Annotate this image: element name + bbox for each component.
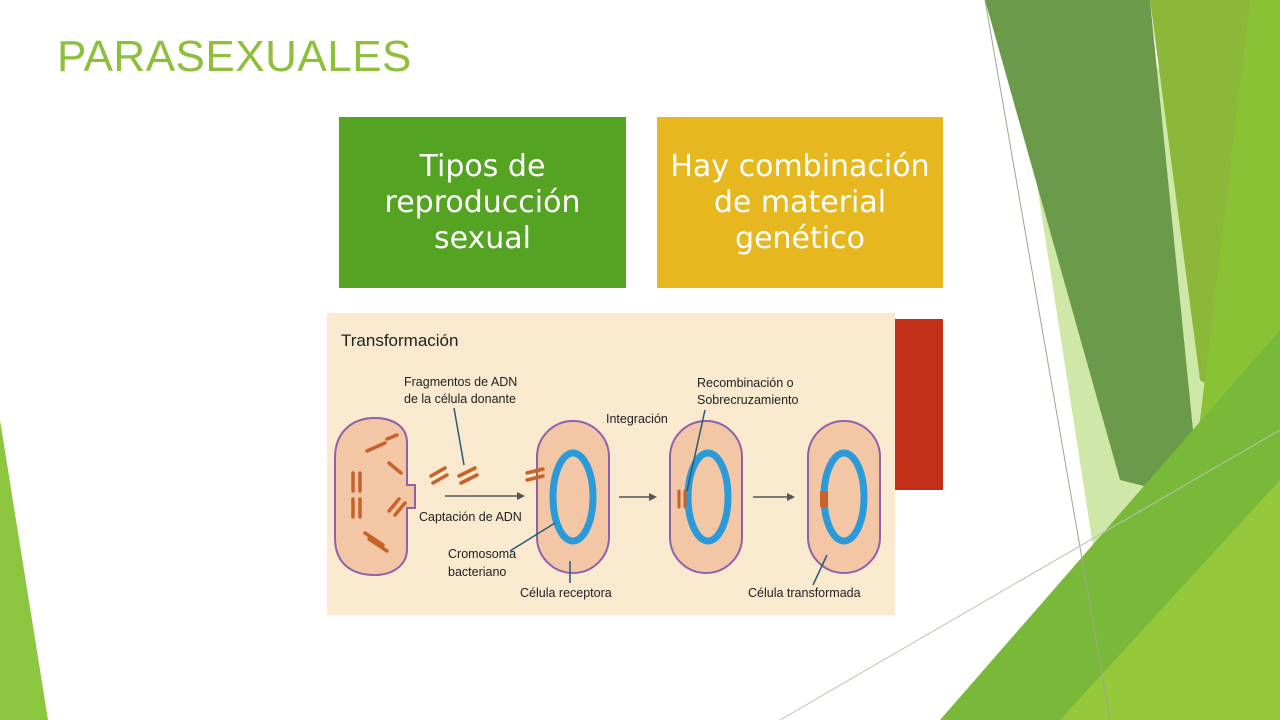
integrated-dna-segment (820, 491, 828, 507)
label-chromosome-2: bacteriano (448, 565, 506, 579)
recipient-cell (536, 420, 610, 574)
transformation-figure: Transformación Fragmentos de ADN de la c… (327, 313, 895, 615)
tile-reproduction-types: Tipos de reproducción sexual (339, 117, 626, 288)
chromosome-pointer-line (509, 522, 556, 552)
tile-genetic-combination-text: Hay combinación de material genético (670, 148, 930, 256)
transformed-cell (807, 420, 881, 574)
uptake-arrowhead (517, 492, 525, 500)
label-transformed-cell: Célula transformada (748, 586, 861, 600)
deco-thin-line-2 (779, 429, 1280, 720)
recipient-dna-fragment (525, 467, 545, 482)
label-recombination-1: Recombinación o (697, 376, 794, 390)
integrating-dna-fragment (677, 489, 687, 509)
label-uptake: Captación de ADN (419, 510, 522, 524)
uptake-dna-fragments (429, 466, 479, 485)
label-recipient-cell: Célula receptora (520, 586, 612, 600)
transformation-diagram: Transformación Fragmentos de ADN de la c… (334, 331, 881, 600)
deco-dark-green-stripe (985, 0, 1200, 500)
label-integration: Integración (606, 412, 668, 426)
transformed-pointer-line (812, 554, 828, 586)
figure-title: Transformación (341, 331, 458, 350)
label-donor-fragments-2: de la célula donante (404, 392, 516, 406)
deco-left-sliver (0, 420, 48, 720)
donor-dna-fragments (351, 433, 407, 553)
tile-genetic-combination: Hay combinación de material genético (657, 117, 943, 288)
recombination-pointer-line (686, 409, 706, 492)
slide-title: PARASEXUALES (57, 32, 412, 81)
integrating-cell (669, 420, 743, 574)
recipient-chromosome (549, 449, 597, 545)
donor-pointer-line (453, 407, 465, 466)
label-recombination-2: Sobrecruzamiento (697, 393, 798, 407)
donor-cell (334, 416, 416, 577)
deco-thin-line-1 (984, 0, 1111, 720)
label-donor-fragments-1: Fragmentos de ADN (404, 375, 517, 389)
deco-bottom-inner (1060, 480, 1280, 720)
label-chromosome-1: Cromosoma (448, 547, 516, 561)
integrating-chromosome (684, 449, 732, 545)
transform-arrowhead (787, 493, 795, 501)
integration-arrowhead (649, 493, 657, 501)
tile-reproduction-types-text: Tipos de reproducción sexual (384, 148, 581, 256)
